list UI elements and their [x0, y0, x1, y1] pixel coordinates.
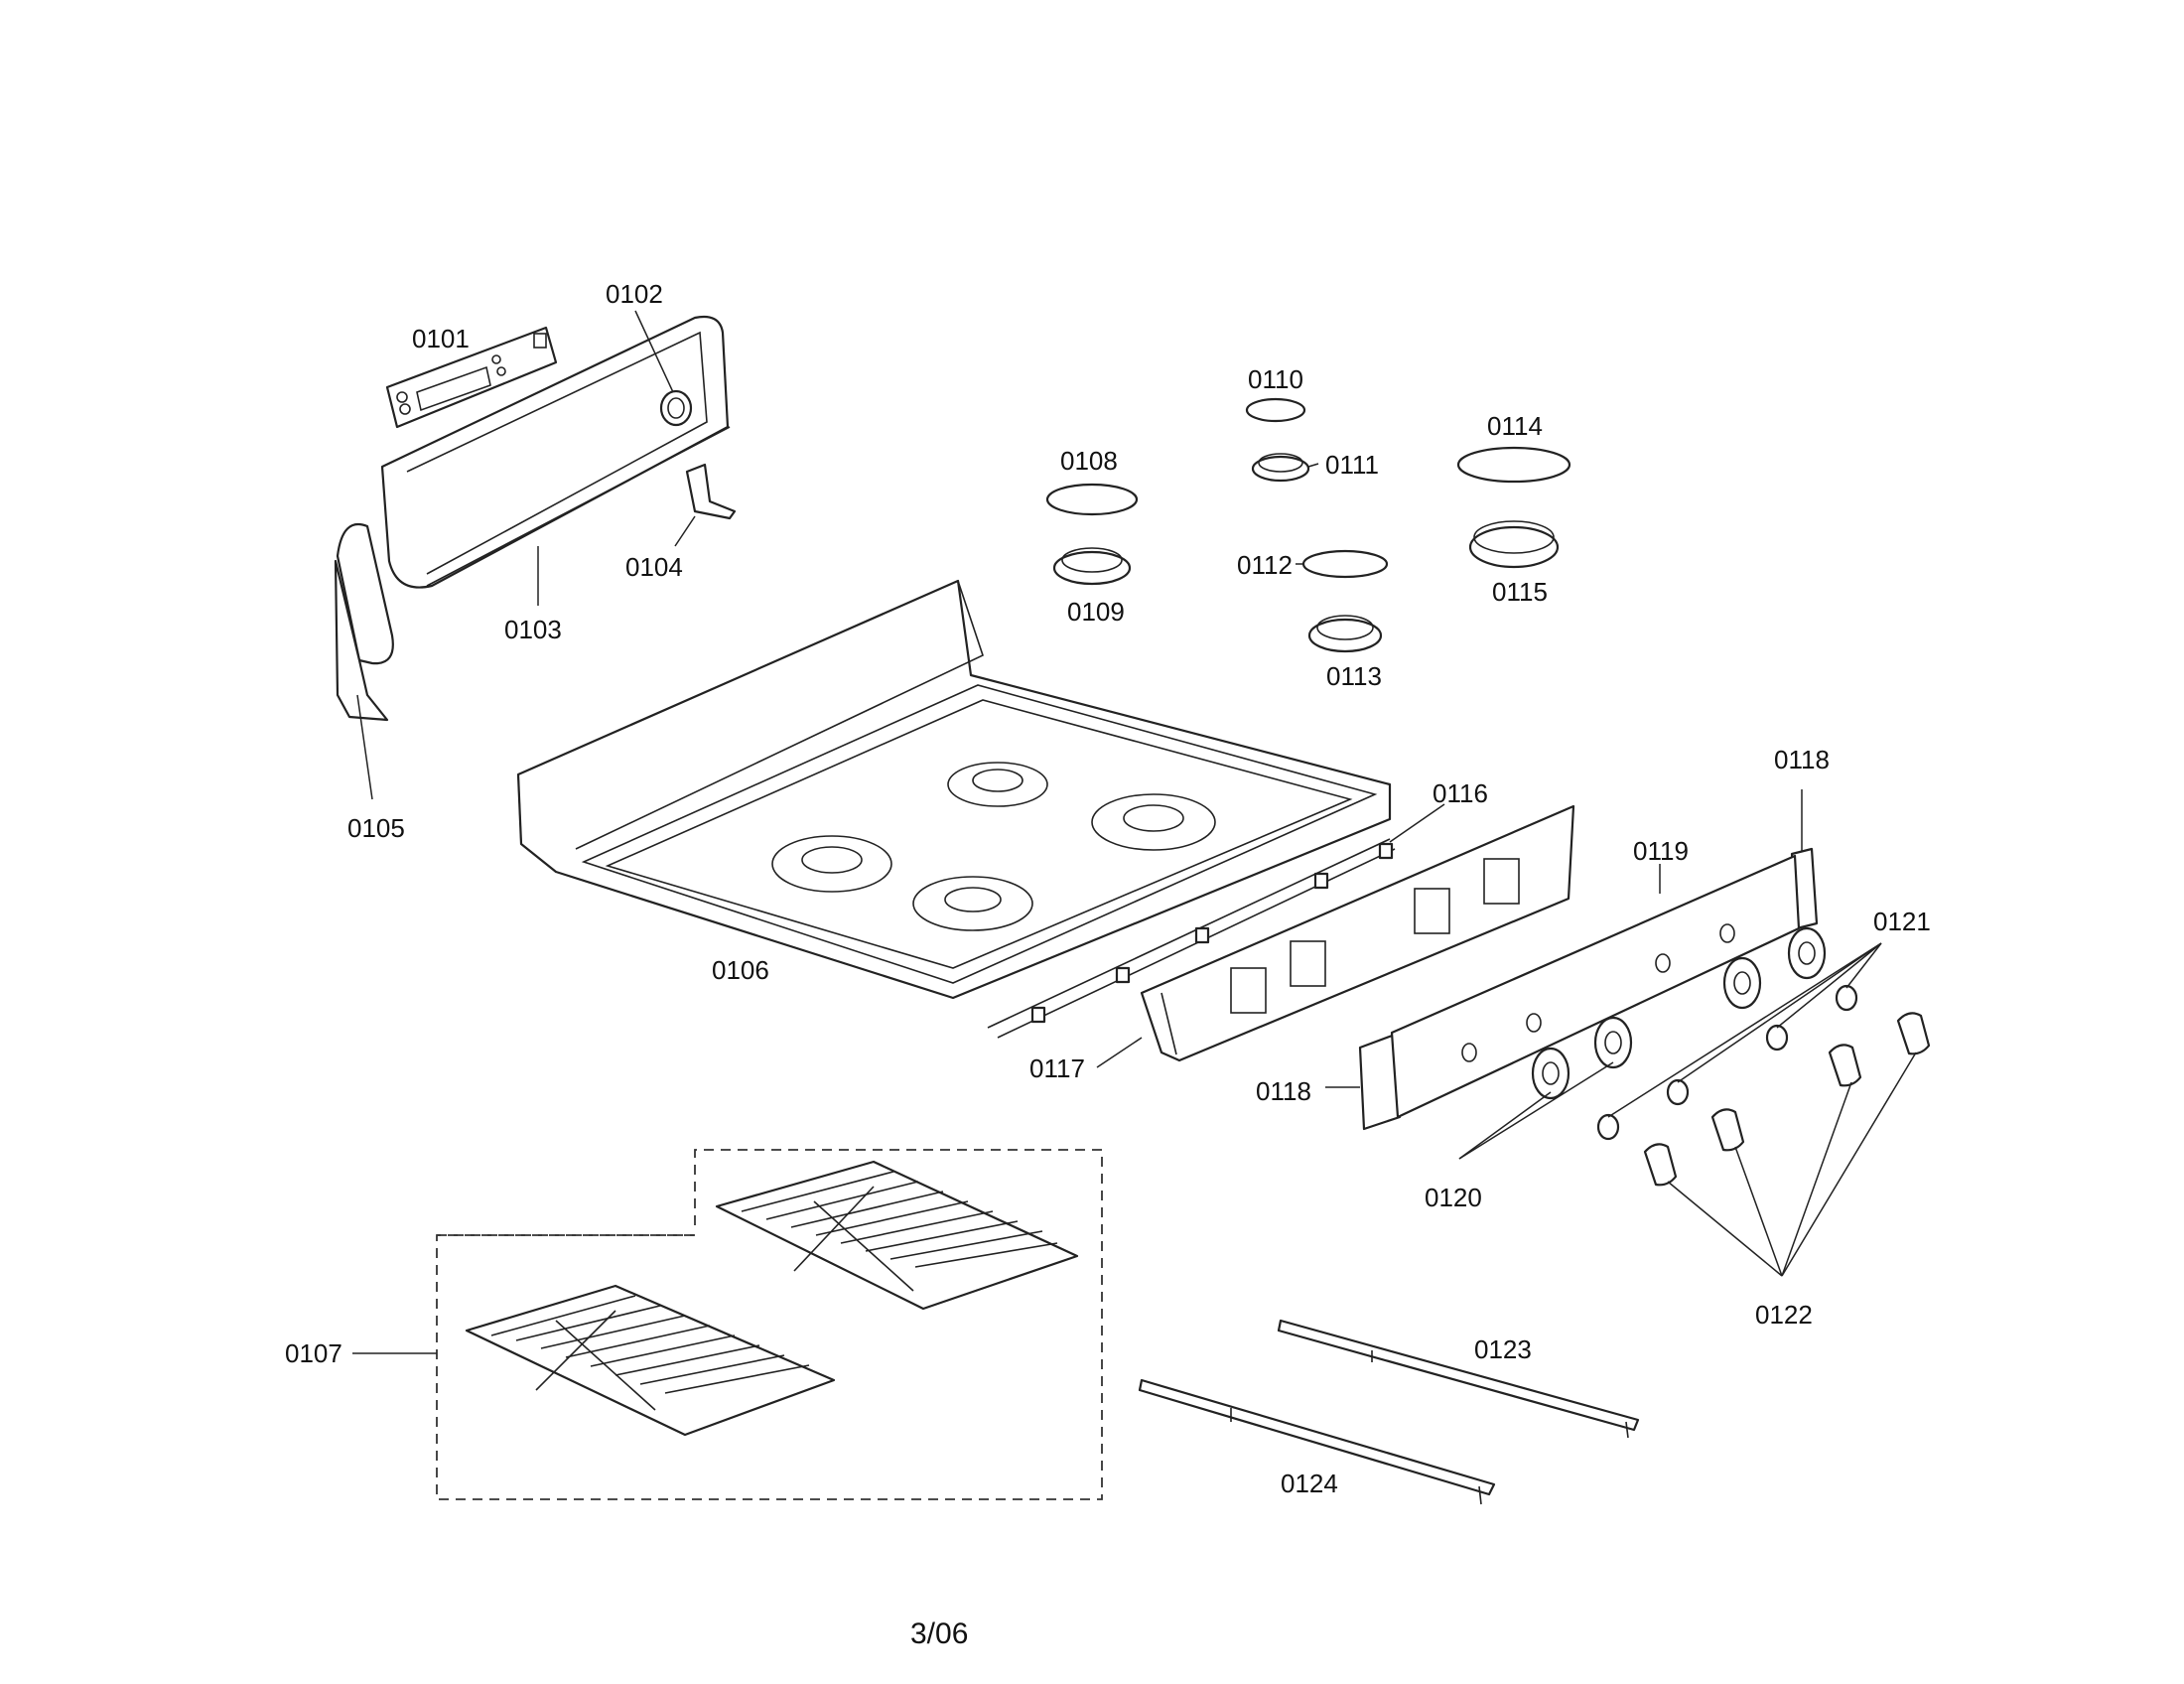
label-0119: 0119 [1633, 836, 1689, 866]
part-0117-manifold-bracket [1140, 804, 1575, 1062]
label-0121: 0121 [1873, 907, 1931, 936]
part-0108-burner-cap [1045, 483, 1139, 516]
part-0119-manifold-panel [1390, 854, 1801, 1119]
label-0102: 0102 [606, 279, 663, 309]
label-0103: 0103 [504, 615, 562, 644]
label-0110: 0110 [1248, 364, 1303, 394]
part-0104-end-bracket [685, 463, 737, 520]
label-0115: 0115 [1492, 577, 1548, 607]
part-0111-burner-head [1251, 453, 1310, 483]
part-0110-burner-cap [1245, 397, 1306, 423]
part-0124-rail [1138, 1378, 1496, 1505]
label-0122: 0122 [1755, 1300, 1813, 1330]
label-0120: 0120 [1425, 1183, 1482, 1212]
part-0101-control-board [385, 326, 558, 429]
part-0102-knob [659, 389, 693, 427]
part-0123-rail [1277, 1319, 1640, 1439]
label-0113: 0113 [1326, 661, 1382, 691]
label-0117: 0117 [1029, 1053, 1085, 1083]
leader-lines [352, 310, 1917, 1354]
label-0106: 0106 [712, 955, 769, 985]
label-0109: 0109 [1067, 597, 1125, 627]
label-0105: 0105 [347, 813, 405, 843]
label-0107: 0107 [285, 1338, 342, 1368]
page-footer: 3/06 [910, 1617, 968, 1650]
part-0116-wire-harness [987, 838, 1396, 1039]
part-0105-end-cap [334, 523, 394, 722]
label-0124: 0124 [1281, 1469, 1338, 1498]
label-0111: 0111 [1325, 450, 1379, 480]
label-0118-top: 0118 [1774, 745, 1830, 774]
part-0103-control-panel [380, 315, 731, 589]
label-0108: 0108 [1060, 446, 1118, 476]
part-0122-knobs [1643, 1012, 1931, 1187]
label-0123: 0123 [1474, 1334, 1532, 1364]
part-labels: 0101 0102 0103 0104 0105 0106 0107 0108 … [285, 279, 1931, 1498]
part-0106-cooktop [516, 579, 1392, 1000]
label-0104: 0104 [625, 552, 683, 582]
part-0109-burner-head [1052, 547, 1132, 586]
part-0114-burner-cap [1456, 446, 1571, 484]
part-0107-grates [436, 1149, 1103, 1500]
part-0120-bezels [1531, 926, 1827, 1100]
label-0114: 0114 [1487, 411, 1543, 441]
label-0101: 0101 [412, 324, 470, 353]
part-0121-knob-inserts [1596, 984, 1858, 1141]
part-0115-burner-head [1468, 520, 1560, 569]
part-0113-burner-head [1307, 615, 1383, 653]
label-0112: 0112 [1237, 550, 1293, 580]
part-0112-burner-cap [1301, 549, 1389, 579]
label-0116: 0116 [1433, 778, 1488, 808]
label-0118-left: 0118 [1256, 1076, 1311, 1106]
cooktop-burner-openings [771, 762, 1216, 931]
